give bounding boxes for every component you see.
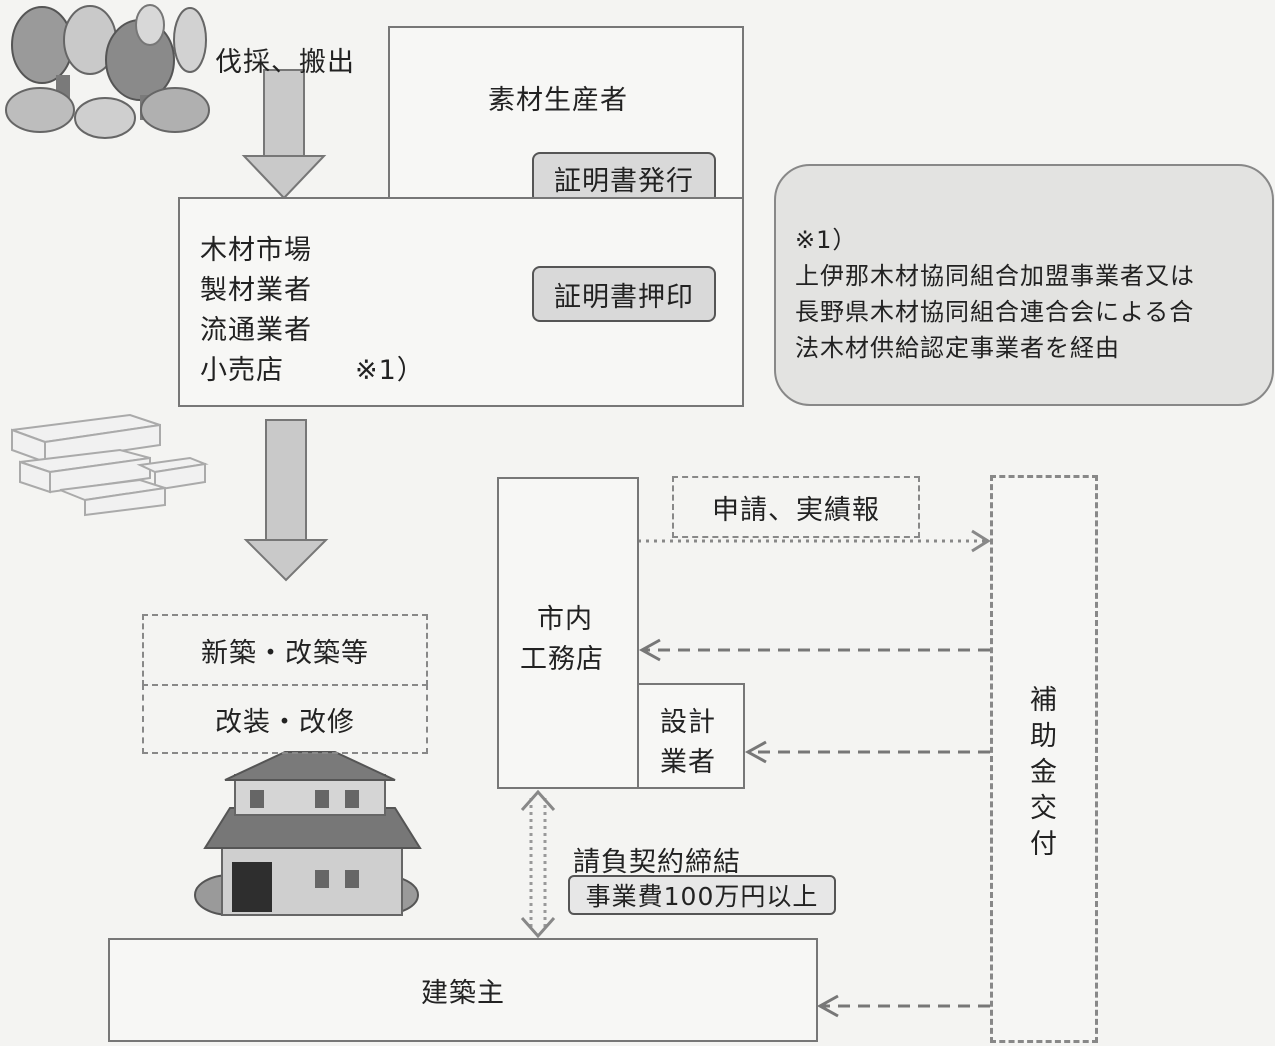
harvest-label: 伐採、搬出	[215, 47, 355, 78]
forest-illustration	[5, 4, 210, 139]
subsidy-box	[990, 475, 1098, 1043]
note-mark: ※1）	[355, 355, 425, 386]
supply-arrow	[243, 419, 329, 582]
subsidy-arrow-owner	[816, 994, 990, 1018]
cost-badge: 事業費100万円以上	[568, 875, 836, 915]
owner-label: 建築主	[421, 977, 505, 1009]
new-build-box: 新築・改築等	[142, 614, 428, 686]
designer-box	[637, 683, 745, 789]
local-builder-box	[497, 477, 639, 789]
certificate-issue-badge: 証明書発行	[532, 152, 716, 204]
local-builder-line-1: 市内	[537, 604, 593, 635]
renovate-label: 改装・改修	[215, 706, 355, 738]
local-builder-line-2: 工務店	[520, 644, 604, 675]
note-box	[774, 164, 1274, 406]
house-illustration	[194, 751, 422, 916]
application-box: 申請、実績報	[672, 476, 920, 538]
producer-label: 素材生産者	[488, 85, 628, 116]
application-label: 申請、実績報	[712, 494, 880, 526]
note-line-1: 上伊那木材協同組合加盟事業者又は	[795, 262, 1195, 290]
lumber-illustration	[11, 413, 209, 517]
renovate-box: 改装・改修	[142, 684, 428, 754]
note-line-2: 長野県木材協同組合連合会による合	[795, 298, 1195, 326]
harvest-arrow	[241, 69, 327, 200]
subsidy-label: 補助金交付	[1030, 685, 1058, 860]
subsidy-arrow-designer	[744, 740, 990, 764]
designer-line-2: 業者	[660, 747, 716, 778]
owner-box: 建築主	[108, 938, 818, 1042]
market-line-4: 小売店	[200, 355, 284, 386]
certificate-stamp-badge: 証明書押印	[532, 266, 716, 322]
designer-line-1: 設計	[660, 707, 716, 738]
contract-arrow	[520, 789, 556, 939]
note-line-3: 法木材供給認定事業者を経由	[795, 334, 1120, 362]
market-line-1: 木材市場	[200, 235, 312, 266]
new-build-label: 新築・改築等	[201, 637, 369, 669]
application-arrow	[638, 529, 991, 553]
market-line-3: 流通業者	[200, 315, 312, 346]
subsidy-arrow-builder	[638, 638, 990, 662]
contract-label: 請負契約締結	[573, 847, 741, 878]
note-title: ※1）	[795, 226, 858, 254]
market-line-2: 製材業者	[200, 275, 312, 306]
